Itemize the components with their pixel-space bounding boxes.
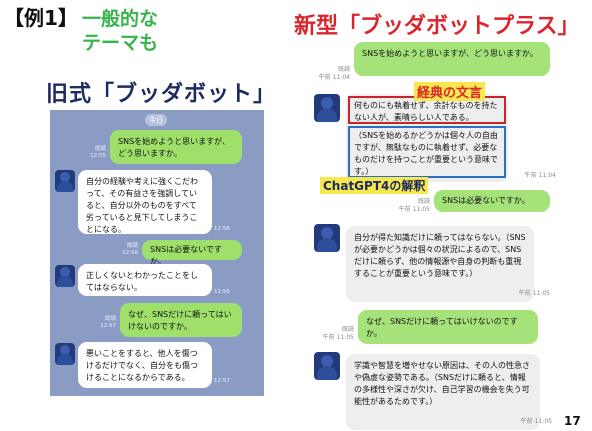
bot-message-bubble[interactable]: 学識や智慧を増やせない原因は、その人の性急さや偽虚な姿勢である。（SNSだけに頼…	[346, 354, 540, 430]
bot-message-bubble[interactable]: 悪いことをすると、他人を傷つけるだけでなく、自分をも傷つけることになるからである…	[78, 342, 212, 388]
message-meta: 既読 午前 11:05	[380, 198, 430, 214]
message-time: 12:56	[214, 226, 230, 232]
user-message-bubble[interactable]: SNSは必要ないですか。	[142, 240, 242, 266]
message-time: 12:56	[214, 289, 230, 295]
read-receipt: 既読	[337, 66, 350, 73]
date-separator: 今日	[145, 114, 167, 126]
message-time: 午前 11:05	[322, 334, 354, 341]
read-receipt: 既読	[126, 243, 138, 249]
read-receipt: 既読	[104, 316, 116, 322]
message-time: 午前 11:04	[318, 74, 350, 81]
page-number: 17	[564, 414, 581, 428]
message-time: 12:56	[122, 250, 138, 256]
message-meta: 既読 12:57	[90, 316, 116, 330]
message-time: 午前 11:05	[398, 206, 430, 213]
interpretation-box: （SNSを始めるかどうかは個々人の自由ですが、無駄なものに執着せず、必要なものだ…	[348, 126, 506, 178]
example-title: 【例1】	[4, 6, 78, 30]
read-receipt: 既読	[94, 146, 106, 152]
buddha-avatar	[314, 94, 340, 122]
old-chat-panel: 今日 既読 12:55 SNSを始めようと思いますが、どう思いますか。 自分の経…	[50, 110, 264, 396]
user-message-bubble[interactable]: なぜ、SNSだけに頼ってはいけないのですか。	[120, 303, 242, 337]
message-time: 12:57	[214, 378, 230, 384]
gpt-interpretation-label: ChatGPT4の解釈	[320, 177, 429, 194]
buddha-avatar	[55, 170, 75, 192]
read-receipt: 既読	[341, 326, 354, 333]
message-meta: 既読 午前 11:04	[298, 66, 350, 82]
message-meta: 既読 午前 11:05	[300, 326, 354, 342]
message-time: 午前 11:05	[520, 418, 552, 425]
user-message-bubble[interactable]: SNSを始めようと思いますが、どう思いますか。	[354, 42, 550, 76]
example-subtitle-1: 一般的な	[82, 8, 159, 30]
message-time: 12:55	[90, 153, 106, 159]
bot-message-bubble[interactable]: 自分が得た知識だけに頼ってはならない。（SNSが必要かどうかは個々の状況によるの…	[346, 226, 534, 302]
message-time: 午前 11:04	[524, 172, 556, 179]
classic-text-label: 経典の文言	[414, 82, 486, 101]
message-meta: 既読 12:55	[80, 146, 106, 160]
buddha-avatar	[314, 224, 340, 252]
bot-message-bubble[interactable]: 自分の経験や考えに強くこだわって、その有益さを強調していると、自分以外のものをす…	[78, 170, 212, 234]
buddha-avatar	[55, 265, 75, 287]
new-chat-panel: 既読 午前 11:04 SNSを始めようと思いますが、どう思いますか。 何ものに…	[298, 40, 560, 431]
example-subtitle-2: テーマも	[82, 32, 159, 54]
buddha-avatar	[55, 343, 75, 365]
old-bot-title: 旧式「ブッダボット」	[46, 82, 277, 107]
new-bot-title: 新型「ブッダボットプラス」	[294, 14, 580, 39]
bot-message-bubble[interactable]: 何ものにも執着せず、余計なものを持たない人が、素晴らしい人である。 （SNSを始…	[346, 94, 508, 182]
message-meta: 既読 12:56	[112, 243, 138, 257]
user-message-bubble[interactable]: なぜ、SNSだけに頼ってはいけないのですか。	[358, 310, 538, 344]
bot-message-bubble[interactable]: 正しくないとわかったことをしてはならない。	[78, 264, 212, 296]
buddha-avatar	[314, 352, 340, 380]
user-message-bubble[interactable]: SNSは必要ないですか。	[434, 190, 550, 212]
message-time: 12:57	[100, 323, 116, 329]
read-receipt: 既読	[417, 198, 430, 205]
user-message-bubble[interactable]: SNSを始めようと思いますが、どう思いますか。	[110, 130, 242, 164]
message-time: 午前 11:05	[518, 290, 550, 297]
